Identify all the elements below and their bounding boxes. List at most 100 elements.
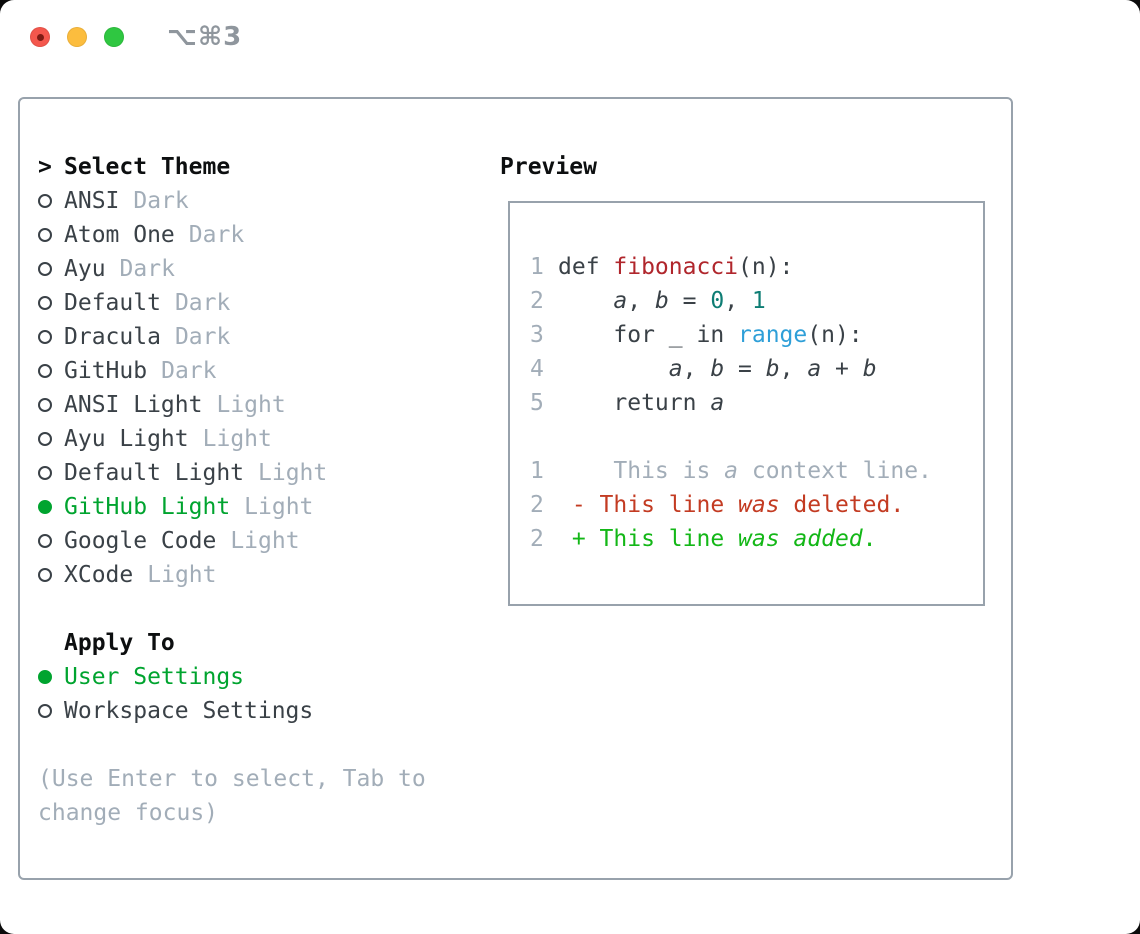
theme-option-name: Ayu — [64, 256, 106, 282]
line-code: return a — [558, 390, 725, 416]
preview-line: 1 This is a context line. — [510, 454, 983, 488]
window-title: ⌥⌘3 — [167, 22, 243, 52]
preview-header: Preview — [500, 154, 597, 180]
theme-option-name: ANSI Light — [64, 392, 203, 418]
radio-icon — [38, 296, 64, 310]
line-code: - This line was deleted. — [558, 492, 905, 518]
line-number: 1 — [530, 458, 544, 484]
line-number: 2 — [530, 492, 544, 518]
theme-option-tag: Dark — [161, 358, 217, 384]
theme-option-name: XCode — [64, 562, 134, 588]
select-theme-header: Select Theme — [64, 154, 231, 180]
theme-option[interactable]: GitHub Light Light — [38, 490, 426, 524]
preview-line: 2 + This line was added. — [510, 522, 983, 556]
zoom-button[interactable] — [104, 27, 124, 47]
preview-line: 3 for _ in range(n): — [510, 318, 983, 352]
radio-selected-icon — [38, 500, 64, 514]
select-theme-header-row: > Select Theme — [38, 150, 426, 184]
preview-line: 5 return a — [510, 386, 983, 420]
radio-icon — [38, 534, 64, 548]
theme-option[interactable]: Default Dark — [38, 286, 426, 320]
apply-option[interactable]: User Settings — [38, 660, 426, 694]
theme-option[interactable]: ANSI Dark — [38, 184, 426, 218]
theme-option-name: Dracula — [64, 324, 161, 350]
line-code: for _ in range(n): — [558, 322, 863, 348]
theme-option-name: Default — [64, 290, 161, 316]
theme-option-tag: Light — [244, 494, 314, 520]
theme-option[interactable]: GitHub Dark — [38, 354, 426, 388]
theme-option-name: ANSI — [64, 188, 120, 214]
line-number: 1 — [530, 254, 544, 280]
theme-option-tag: Light — [258, 460, 328, 486]
theme-option[interactable]: XCode Light — [38, 558, 426, 592]
titlebar: ⌥⌘3 — [0, 0, 1140, 97]
theme-option-tag: Dark — [133, 188, 189, 214]
cursor-icon: > — [38, 154, 52, 180]
radio-icon — [38, 194, 64, 208]
spacer — [38, 592, 426, 626]
line-number: 5 — [530, 390, 544, 416]
apply-to-header-row: Apply To — [38, 626, 426, 660]
theme-option-tag: Dark — [174, 324, 231, 350]
radio-icon — [38, 398, 64, 412]
line-code: a, b = 0, 1 — [613, 288, 766, 314]
radio-selected-icon — [38, 670, 64, 684]
line-number: 2 — [530, 288, 544, 314]
line-code: + This line was added. — [558, 526, 877, 552]
line-code: def fibonacci(n): — [558, 254, 794, 280]
help-text-line1: (Use Enter to select, Tab to — [38, 766, 426, 792]
theme-option[interactable]: Default Light Light — [38, 456, 426, 490]
line-number: 4 — [530, 356, 544, 382]
theme-option-tag: Dark — [188, 222, 245, 248]
theme-option[interactable]: Google Code Light — [38, 524, 426, 558]
preview-line: 4 a, b = b, a + b — [510, 352, 983, 386]
close-button-dot-icon — [36, 33, 44, 41]
preview-line: 2 a, b = 0, 1 — [510, 284, 983, 318]
radio-icon — [38, 262, 64, 276]
theme-option-tag: Light — [216, 392, 286, 418]
theme-option-name: Ayu Light — [64, 426, 189, 452]
theme-option-tag: Light — [147, 562, 217, 588]
line-code: This is a context line. — [558, 458, 932, 484]
theme-option-name: GitHub — [64, 358, 148, 384]
theme-option[interactable]: Ayu Dark — [38, 252, 426, 286]
line-number: 3 — [530, 322, 544, 348]
theme-option-tag: Dark — [174, 290, 231, 316]
radio-icon — [38, 364, 64, 378]
line-number: 2 — [530, 526, 544, 552]
preview-line: 1 def fibonacci(n): — [510, 250, 983, 284]
theme-option[interactable]: ANSI Light Light — [38, 388, 426, 422]
preview-line: 2 - This line was deleted. — [510, 488, 983, 522]
preview-line — [510, 420, 983, 454]
radio-icon — [38, 330, 64, 344]
radio-icon — [38, 432, 64, 446]
radio-icon — [38, 466, 64, 480]
theme-option-name: GitHub Light — [64, 494, 231, 520]
radio-icon — [38, 228, 64, 242]
minimize-button[interactable] — [67, 27, 87, 47]
close-button[interactable] — [30, 27, 50, 47]
theme-option[interactable]: Dracula Dark — [38, 320, 426, 354]
theme-option-name: Atom One — [64, 222, 175, 248]
help-text-line2: change focus) — [38, 800, 219, 826]
spacer — [38, 728, 426, 762]
theme-option[interactable]: Atom One Dark — [38, 218, 426, 252]
theme-option-tag: Dark — [119, 256, 175, 282]
radio-icon — [38, 568, 64, 582]
theme-option-name: Default Light — [64, 460, 245, 486]
theme-option-tag: Light — [202, 426, 272, 452]
theme-option-name: Google Code — [64, 528, 217, 554]
theme-option[interactable]: Ayu Light Light — [38, 422, 426, 456]
apply-option-name: User Settings — [64, 664, 245, 690]
apply-option-name: Workspace Settings — [64, 698, 314, 724]
preview-header-row: Preview — [500, 150, 597, 184]
theme-option-tag: Light — [230, 528, 300, 554]
apply-option[interactable]: Workspace Settings — [38, 694, 426, 728]
